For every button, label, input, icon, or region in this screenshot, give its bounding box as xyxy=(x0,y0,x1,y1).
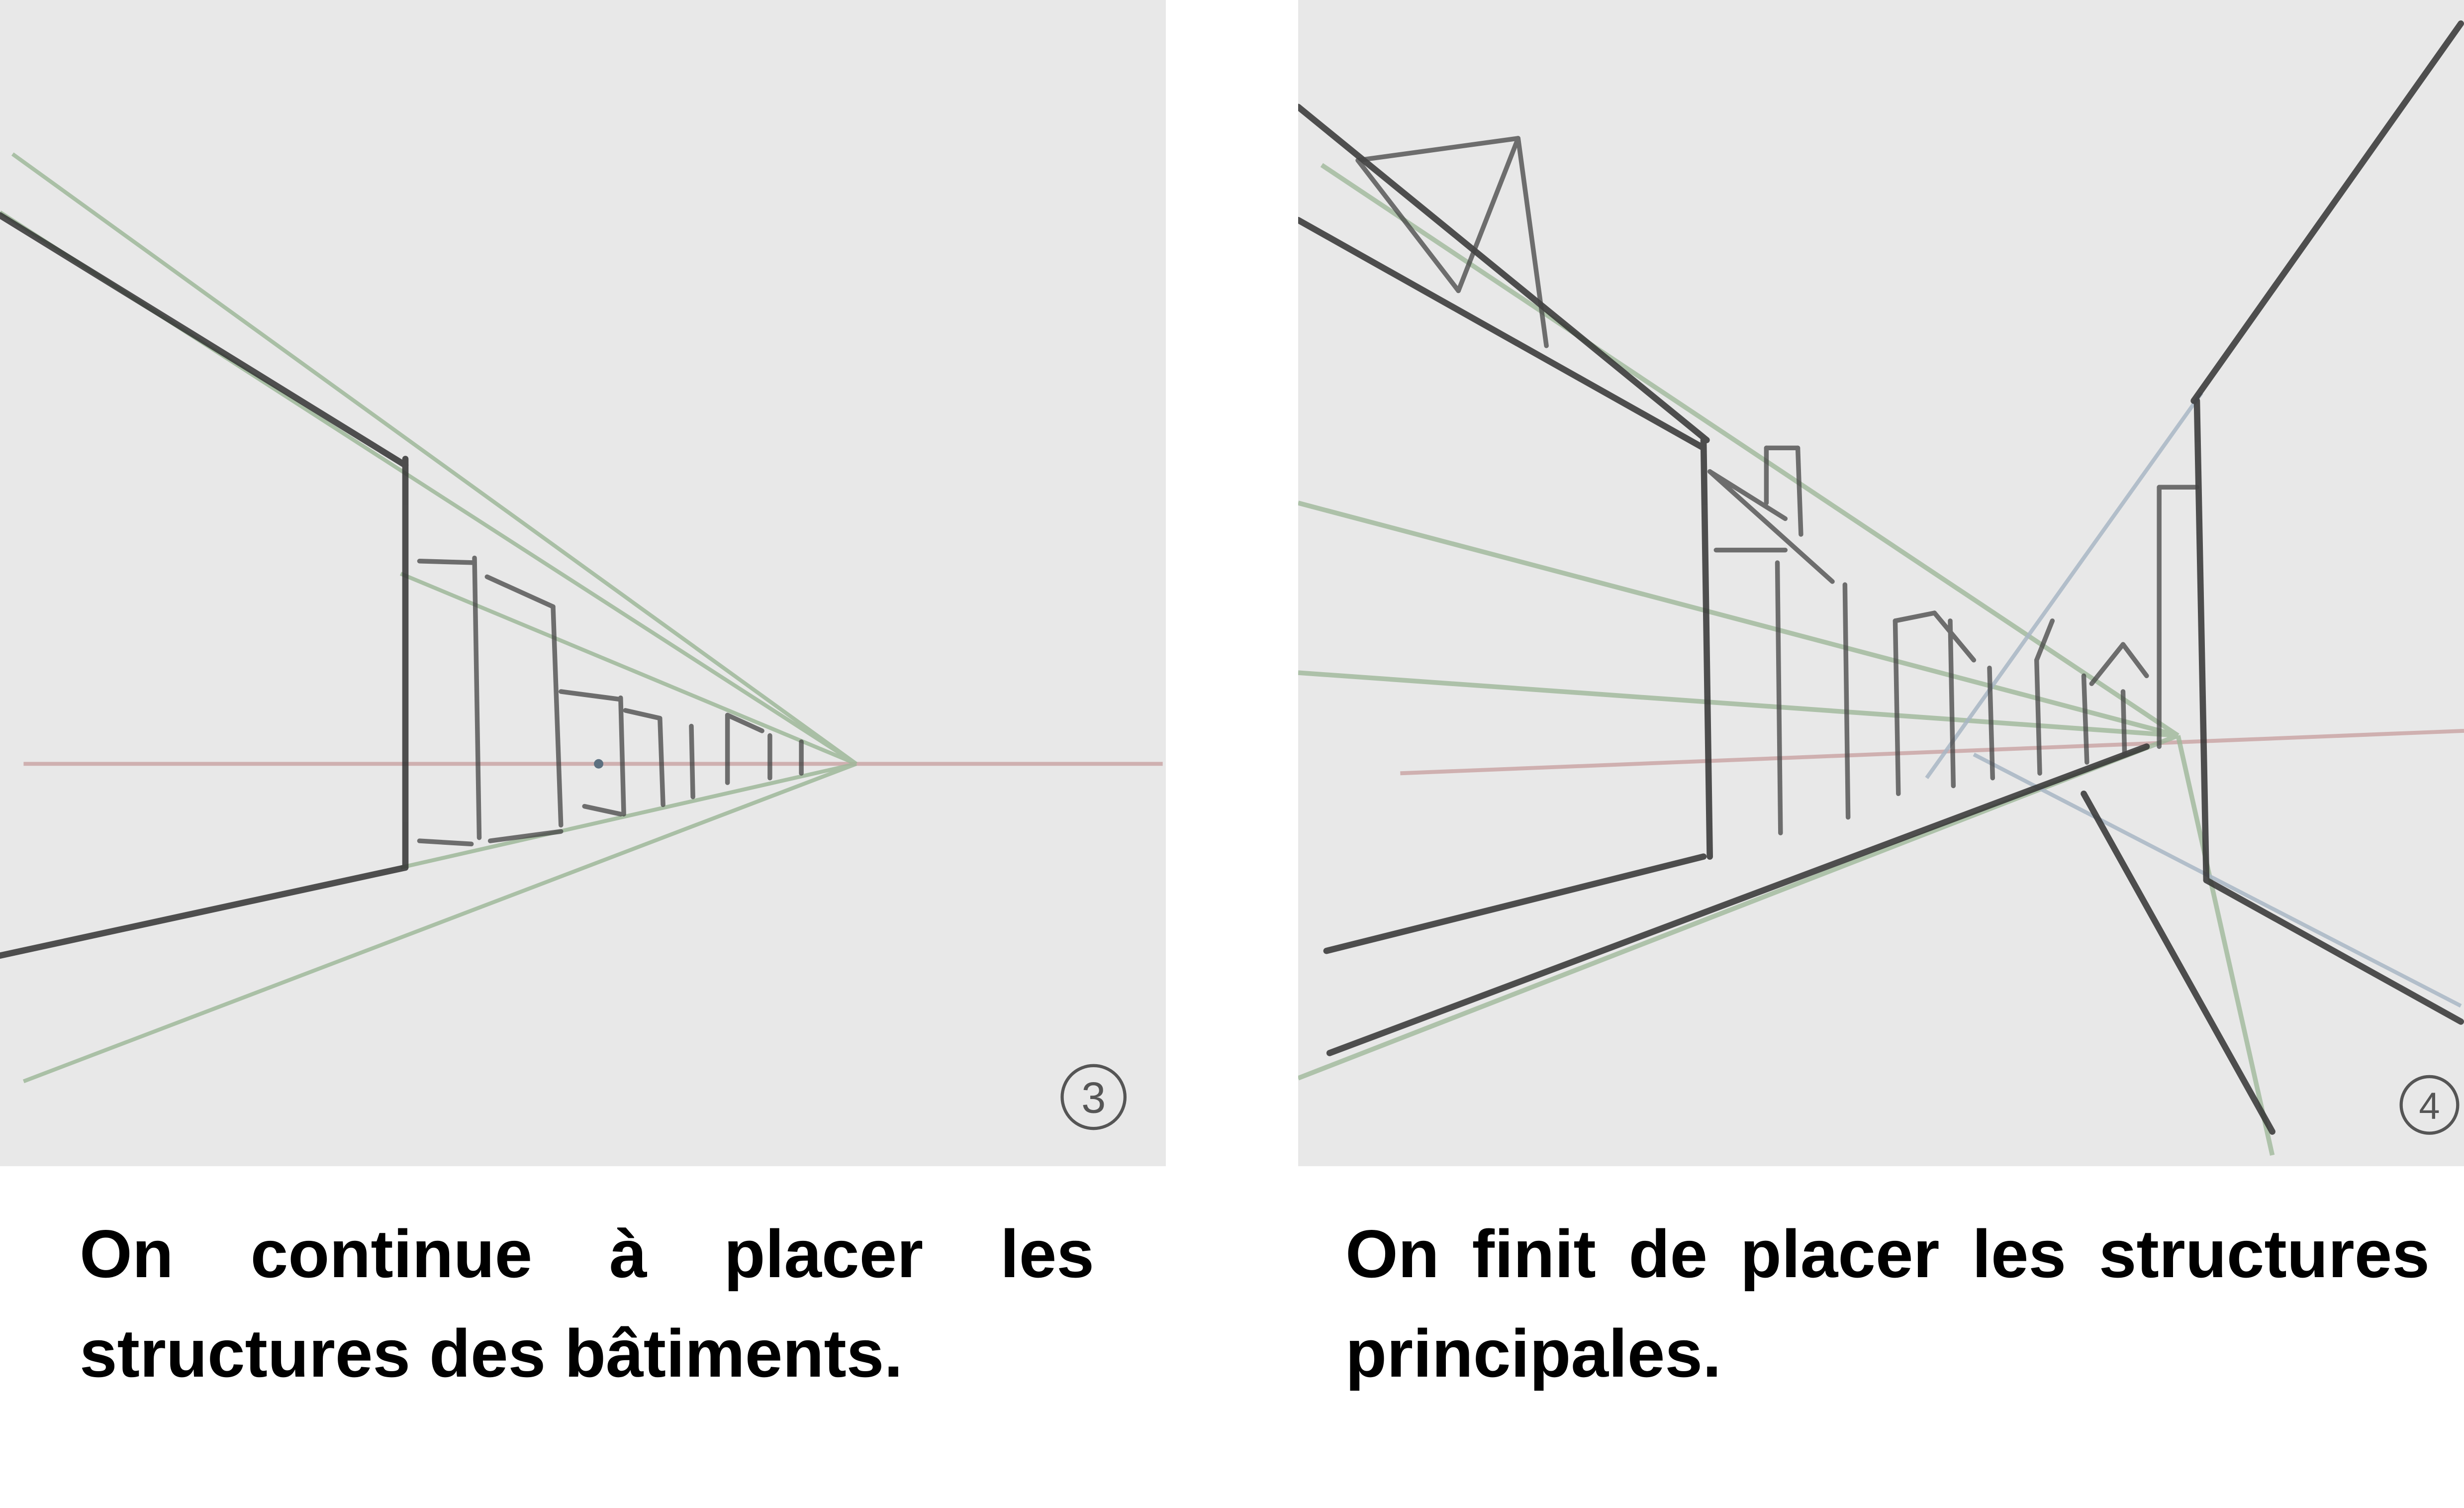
caption-step-4: On finit de placer les structures princi… xyxy=(1345,1204,2430,1403)
step-number-badge: 3 xyxy=(1081,1073,1106,1122)
caption-line-1: On continue à placer les xyxy=(80,1216,1094,1292)
caption-line-2: principales. xyxy=(1345,1315,1721,1391)
sketch-panel-step-3: 3 xyxy=(0,0,1166,1166)
step-number-badge: 4 xyxy=(2419,1085,2440,1127)
caption-line-2: structures des bâtiments. xyxy=(80,1315,903,1391)
perspective-sketch-step-4: 4 xyxy=(1298,20,2464,1156)
caption-step-3: On continue à placer les structures des … xyxy=(80,1204,1094,1403)
sketch-panel-step-4: 4 xyxy=(1298,0,2464,1166)
perspective-sketch-step-3: 3 xyxy=(0,152,1163,1130)
caption-line-1: On finit de placer les structures xyxy=(1345,1216,2430,1292)
